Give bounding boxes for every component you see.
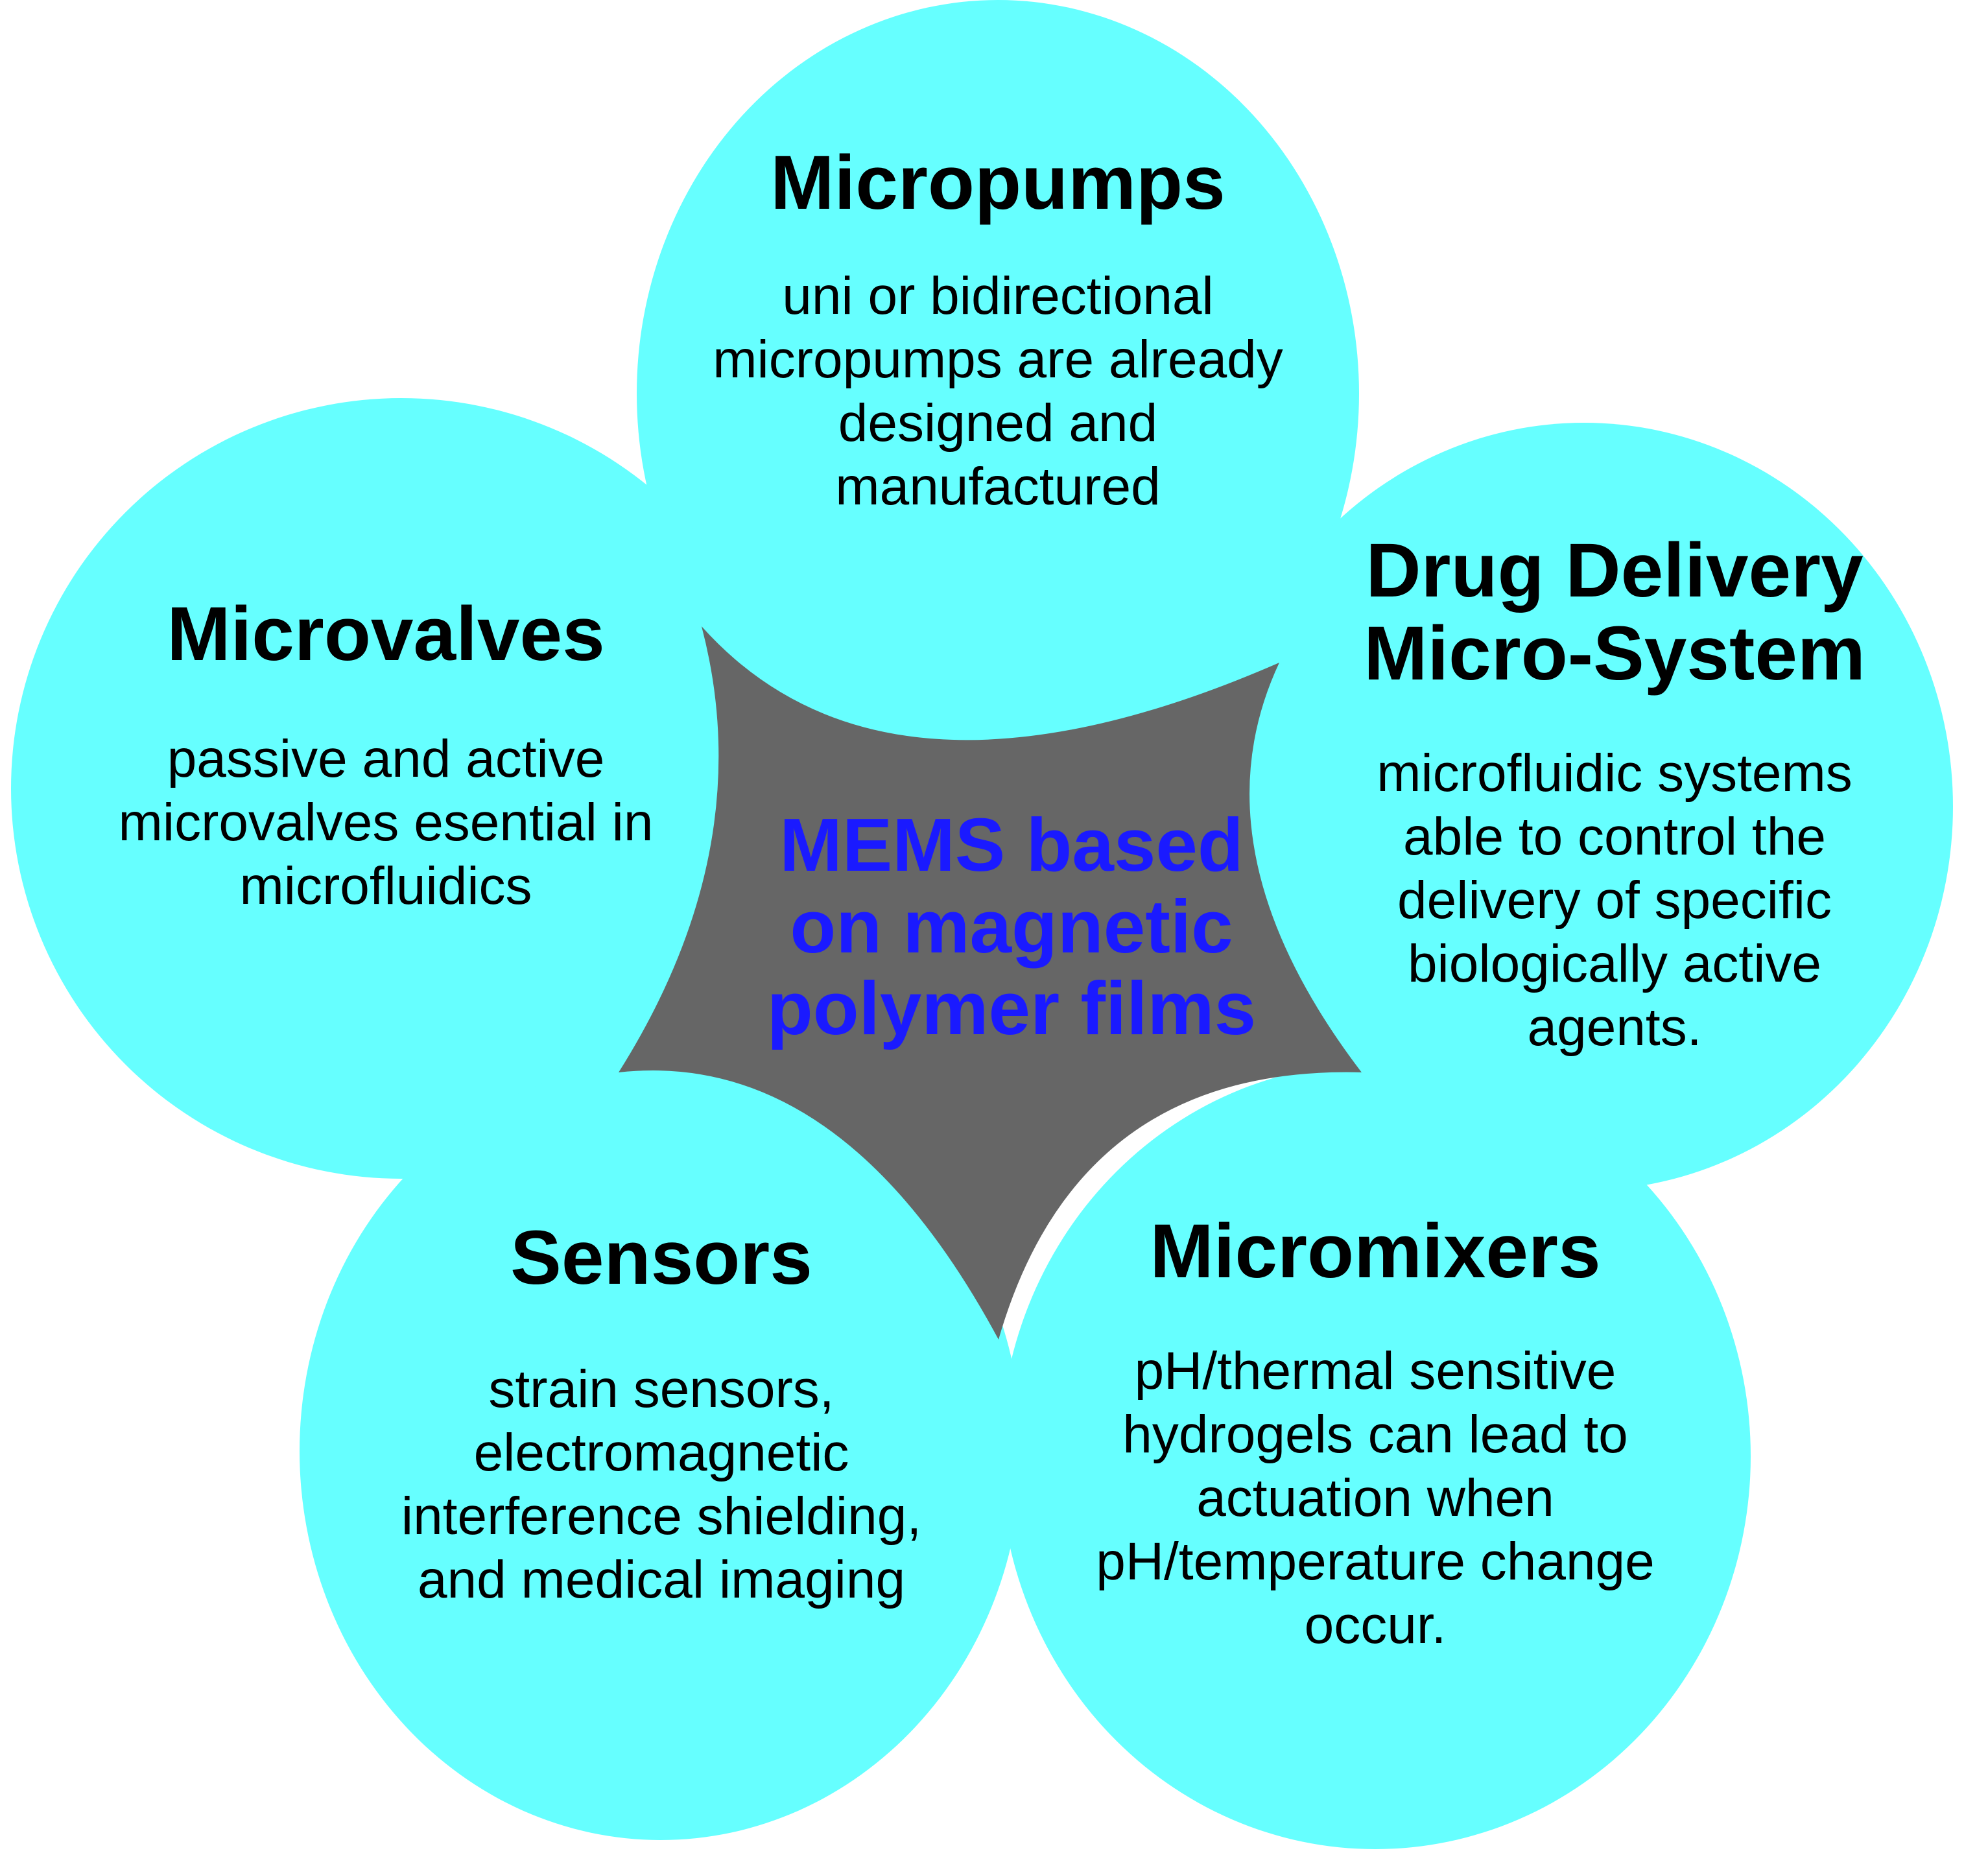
node-micropumps: Micropumps uni or bidirectional micropum… xyxy=(637,141,1359,519)
node-microvalves-body: passive and active microvalves esential … xyxy=(26,727,746,918)
node-drug-delivery-body-line: able to control the xyxy=(1403,807,1826,866)
node-drug-delivery-body-line: microfluidic systems xyxy=(1377,744,1852,803)
node-micromixers-body-line: hydrogels can lead to xyxy=(1122,1405,1628,1464)
node-micromixers-title-line: Micromixers xyxy=(1150,1209,1601,1294)
node-micromixers-body-line: pH/thermal sensitive xyxy=(1134,1341,1616,1400)
node-drug-delivery-body-line: delivery of specific xyxy=(1397,871,1832,930)
node-microvalves-body-line: passive and active xyxy=(167,729,605,788)
node-drug-delivery-body-line: agents. xyxy=(1527,998,1702,1057)
node-micromixers-body: pH/thermal sensitive hydrogels can lead … xyxy=(1000,1340,1751,1657)
node-micromixers-body-line: actuation when xyxy=(1196,1469,1554,1528)
node-sensors-body-line: strain sensors, xyxy=(488,1360,834,1419)
node-micromixers: Micromixers pH/thermal sensitive hydroge… xyxy=(1000,1210,1751,1657)
node-micropumps-body-line: designed and xyxy=(838,394,1158,453)
node-micromixers-title: Micromixers xyxy=(1000,1210,1751,1293)
node-micropumps-body-line: micropumps are already xyxy=(713,330,1283,389)
node-microvalves-body-line: microfluidics xyxy=(239,856,532,915)
node-micropumps-body-line: uni or bidirectional xyxy=(782,266,1214,325)
node-drug-delivery: Drug Delivery Micro-System microfluidic … xyxy=(1258,529,1971,1059)
node-sensors-body: strain sensors, electromagnetic interfer… xyxy=(305,1358,1018,1612)
node-sensors-body-line: and medical imaging xyxy=(417,1550,906,1609)
node-micropumps-title-line: Micropumps xyxy=(770,140,1225,226)
node-micropumps-body-line: manufactured xyxy=(835,457,1161,516)
node-drug-delivery-title-line: Drug Delivery xyxy=(1366,528,1864,613)
node-sensors-title: Sensors xyxy=(305,1216,1018,1299)
node-drug-delivery-body: microfluidic systems able to control the… xyxy=(1258,742,1971,1059)
node-sensors-body-line: electromagnetic xyxy=(473,1423,849,1482)
node-drug-delivery-title: Drug Delivery Micro-System xyxy=(1258,529,1971,695)
node-micropumps-body: uni or bidirectional micropumps are alre… xyxy=(637,265,1359,519)
center-hub-shape xyxy=(619,626,1362,1340)
center-label-line: on magnetic xyxy=(790,884,1233,969)
petal-micromixers xyxy=(1000,1063,1751,1849)
node-microvalves-title: Microvalves xyxy=(26,593,746,676)
node-micropumps-title: Micropumps xyxy=(637,141,1359,224)
node-drug-delivery-body-line: biologically active xyxy=(1407,934,1822,993)
center-label: MEMS based on magnetic polymer films xyxy=(687,804,1336,1049)
node-sensors: Sensors strain sensors, electromagnetic … xyxy=(305,1216,1018,1612)
node-sensors-body-line: interference shielding, xyxy=(401,1487,922,1546)
node-micromixers-body-line: occur. xyxy=(1304,1596,1447,1655)
center-label-line: polymer films xyxy=(766,966,1257,1050)
node-sensors-title-line: Sensors xyxy=(510,1215,812,1301)
node-microvalves-title-line: Microvalves xyxy=(167,591,605,677)
node-micromixers-body-line: pH/temperature change xyxy=(1096,1532,1655,1591)
node-microvalves-body-line: microvalves esential in xyxy=(118,793,654,852)
node-drug-delivery-title-line: Micro-System xyxy=(1364,611,1865,696)
node-microvalves: Microvalves passive and active microvalv… xyxy=(26,593,746,918)
center-label-line: MEMS based xyxy=(779,803,1244,887)
